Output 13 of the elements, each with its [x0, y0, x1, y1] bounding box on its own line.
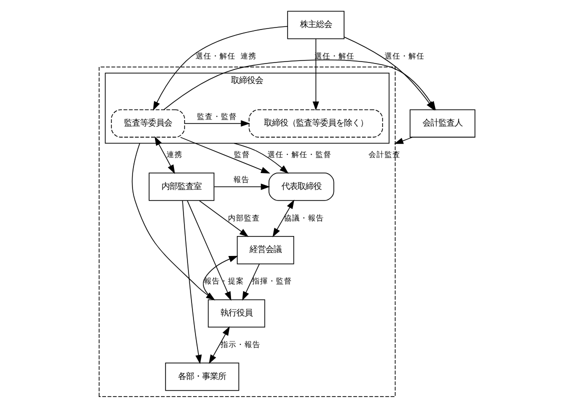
edge-label: 協議・報告 — [284, 213, 324, 222]
edge-label: 指示・報告 — [220, 340, 261, 350]
edge-label: 内部監査 — [228, 213, 260, 222]
edge-label: 選任・解任 — [196, 52, 236, 61]
edge-label: 連携 — [166, 150, 183, 160]
edge-label: 指揮・監督 — [252, 276, 292, 286]
edge-label: 連携 — [240, 52, 257, 61]
edge-label: 監査・監督 — [196, 112, 237, 121]
edge-label: 監督 — [234, 150, 250, 160]
edge-label: 選任・解任 — [384, 52, 425, 61]
edge-label: 報告 — [233, 175, 250, 184]
edge-label: 報告・提案 — [204, 276, 244, 286]
edge-label: 選任・解任・監督 — [267, 150, 332, 160]
